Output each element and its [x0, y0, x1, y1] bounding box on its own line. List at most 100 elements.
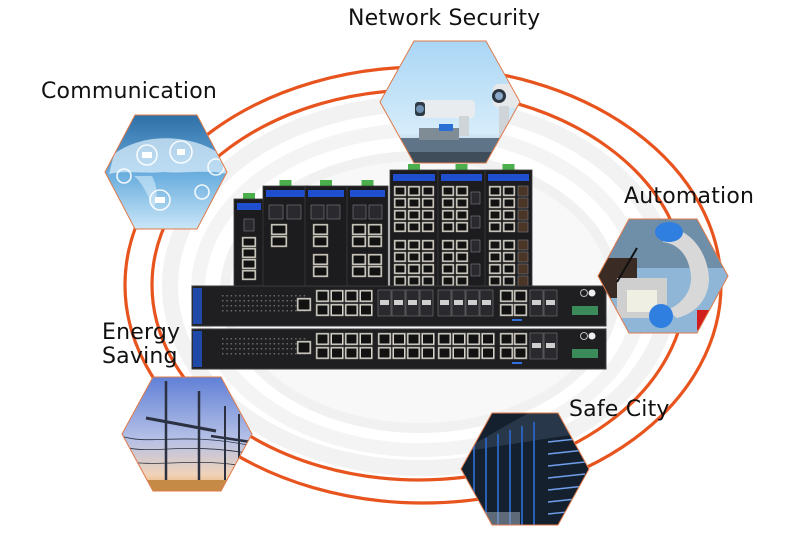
power-terminal: [572, 306, 598, 315]
status-led: [286, 338, 288, 340]
terminal-block: [279, 180, 292, 186]
hex-communication: [104, 114, 228, 230]
sfp-module: [468, 300, 477, 305]
status-led: [260, 343, 263, 345]
status-led: [277, 348, 280, 350]
rj45-socket: [457, 187, 467, 195]
sfp-port: [352, 204, 367, 220]
terminal-block: [455, 164, 468, 170]
rj45-socket: [504, 211, 514, 219]
status-led: [256, 353, 258, 355]
status-led: [286, 300, 288, 302]
status-led: [247, 343, 250, 345]
rj45-socket: [409, 241, 419, 249]
status-led: [230, 353, 233, 355]
model-label: [237, 203, 261, 210]
status-led: [277, 338, 280, 340]
rj45-socket: [394, 334, 404, 344]
sfp-module: [454, 300, 463, 305]
rj45-socket: [443, 187, 453, 195]
status-led: [269, 348, 271, 350]
status-led: [273, 310, 276, 312]
status-led: [299, 295, 301, 297]
sfp-module: [532, 300, 541, 305]
status-led: [295, 305, 297, 307]
status-led: [303, 295, 306, 297]
link-indicator: [512, 362, 522, 364]
rj45-socket: [443, 223, 453, 231]
rj45-socket: [490, 187, 500, 195]
rj45-socket: [423, 199, 433, 207]
rj45-socket: [504, 277, 514, 285]
rj45-socket: [314, 237, 327, 246]
status-led: [282, 310, 284, 312]
status-led: [273, 305, 276, 307]
status-led: [243, 305, 245, 307]
status-led: [273, 353, 276, 355]
sfp-module: [422, 300, 431, 305]
sfp-port: [368, 204, 383, 220]
rj45-socket: [298, 342, 310, 353]
status-led: [222, 300, 224, 302]
rj45-socket: [409, 199, 419, 207]
rj45-socket: [361, 291, 371, 301]
status-led: [273, 300, 276, 302]
status-led: [243, 300, 245, 302]
din-rail-switch-1: [233, 193, 265, 287]
rj45-socket: [408, 348, 419, 358]
status-led: [269, 338, 271, 340]
status-led: [286, 295, 288, 297]
rack-switch-2: [191, 328, 607, 370]
rj45-socket: [423, 223, 433, 231]
rj45-socket: [501, 291, 512, 301]
rj45-socket: [369, 225, 381, 234]
sfp-port: [470, 263, 481, 277]
rj45-socket: [515, 305, 526, 315]
status-led: [256, 305, 258, 307]
status-led: [269, 343, 271, 345]
rj45-socket: [272, 237, 286, 246]
status-led: [234, 295, 237, 297]
rj45-socket: [395, 253, 405, 261]
sfp-port: [517, 263, 529, 275]
status-led: [256, 338, 258, 340]
status-led: [222, 305, 224, 307]
label-communication: Communication: [41, 79, 218, 104]
rj45-socket: [454, 334, 464, 344]
status-led: [273, 338, 276, 340]
rj45-socket: [457, 277, 467, 285]
din-rail-switch-2: [262, 180, 309, 287]
status-led: [277, 353, 280, 355]
status-led: [290, 348, 293, 350]
status-led: [265, 338, 267, 340]
hex-automation: [597, 218, 729, 334]
rj45-socket: [353, 255, 365, 264]
status-led: [222, 353, 224, 355]
status-led: [282, 353, 284, 355]
status-led: [222, 338, 224, 340]
rj45-socket: [501, 334, 512, 344]
rj45-socket: [490, 277, 500, 285]
rack-switch-1: [191, 285, 607, 327]
status-led: [295, 348, 297, 350]
status-led: [282, 338, 284, 340]
din-rail-switch-5: [389, 164, 439, 287]
rj45-socket: [314, 255, 327, 264]
rj45-socket: [369, 255, 381, 264]
status-led: [277, 343, 280, 345]
rj45-socket: [394, 348, 404, 358]
status-led: [265, 295, 267, 297]
rj45-socket: [346, 348, 357, 358]
ground-screw: [588, 289, 596, 297]
rj45-socket: [353, 267, 365, 276]
sfp-port: [286, 204, 302, 220]
status-led: [226, 305, 228, 307]
rj45-socket: [423, 348, 433, 358]
world-network-image: [104, 114, 228, 230]
rj45-socket: [346, 334, 357, 344]
label-safe-city: Safe City: [569, 397, 670, 422]
rj45-socket: [332, 305, 342, 315]
rj45-socket: [457, 265, 467, 273]
din-rail-switch-6: [437, 164, 486, 287]
status-led: [243, 310, 245, 312]
